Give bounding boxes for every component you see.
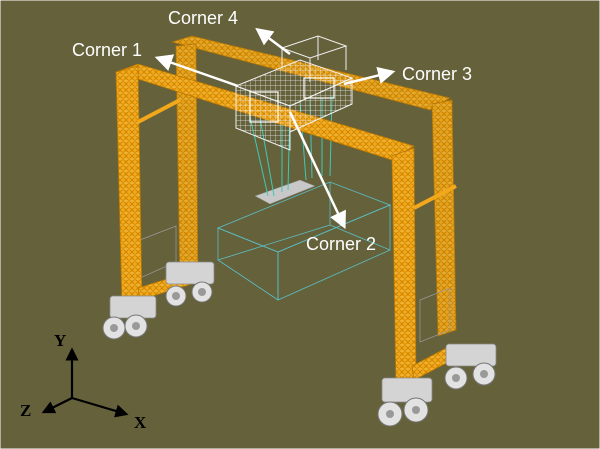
corner2-arrow [288,111,346,230]
coordinate-axes [41,347,129,418]
bogie-rear-left [165,261,215,307]
bogie-rear-right [444,343,497,390]
rear-right-leg [431,99,457,337]
front-right-leg [391,147,417,389]
corner3-arrow [343,66,396,86]
z-axis [41,397,73,414]
right-brace [413,184,457,210]
callout-arrows [154,27,396,230]
bogie-front-right [377,377,433,427]
corner2-label: Corner 2 [306,234,376,254]
z-axis-label: Z [20,401,31,420]
left-brace [137,98,181,124]
corner1-label: Corner 1 [72,40,142,60]
trolley [234,35,354,151]
bogie-front-left [102,295,157,340]
x-axis [71,396,129,418]
spreader [254,179,316,205]
y-axis-label: Y [54,331,66,350]
corner3-label: Corner 3 [402,64,472,84]
x-axis-label: X [134,413,147,432]
container-wireframe [216,181,392,301]
corner4-arrow [255,27,291,55]
corner1-arrow [154,54,239,88]
corner4-label: Corner 4 [168,8,238,28]
